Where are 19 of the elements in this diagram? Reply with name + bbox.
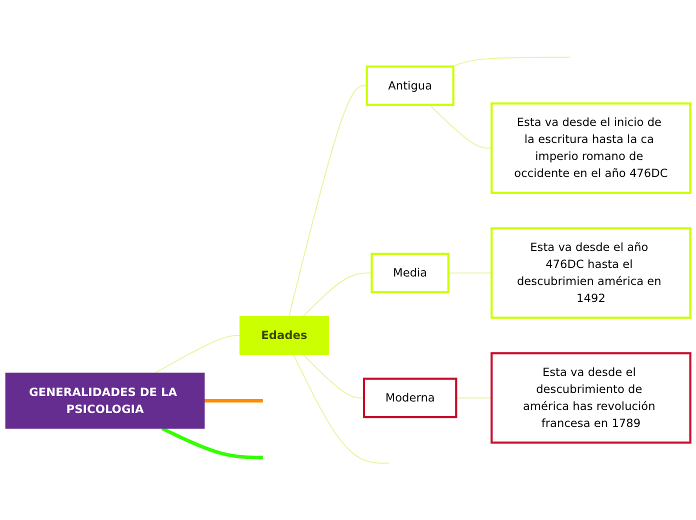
connector-line — [302, 272, 372, 316]
node-box: Antigua — [366, 65, 454, 106]
connector-line — [429, 104, 492, 148]
node-box: GENERALIDADES DE LA PSICOLOGIA — [5, 372, 205, 429]
connector-line — [161, 426, 263, 460]
connector-line — [452, 56, 570, 67]
node-box: Media — [370, 252, 450, 293]
node-box: Edades — [239, 316, 329, 355]
connector-line — [293, 354, 389, 464]
connector-line — [448, 272, 492, 274]
connector-line — [204, 398, 263, 402]
connector-line — [154, 334, 240, 374]
node-box: Moderna — [362, 377, 458, 418]
node-box: Esta va desde el inicio de la escritura hasta la ca imperio romano de occidente en el año 476DC — [490, 102, 692, 194]
node-box: Esta va desde el descubrimiento de américa has revolución francesa en 1789 — [490, 352, 692, 444]
connector-line — [302, 354, 364, 398]
connector-line — [456, 397, 492, 398]
node-box: Esta va desde el año 476DC hasta el descubrimien américa en 1492 — [490, 227, 692, 319]
connector-line — [288, 84, 367, 316]
